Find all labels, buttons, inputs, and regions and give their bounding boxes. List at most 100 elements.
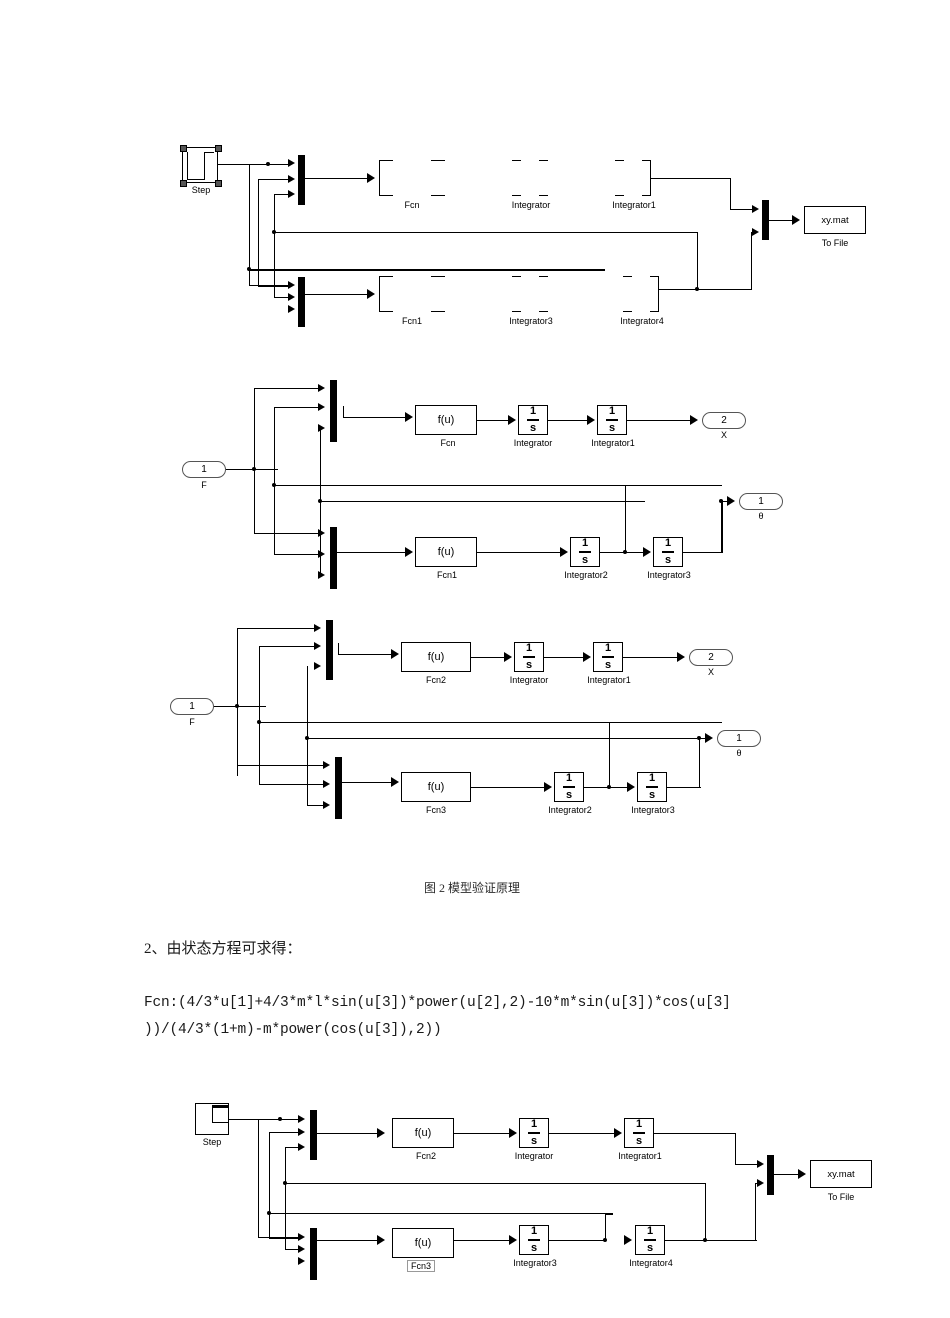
int3-in-arrow-3 <box>627 782 635 792</box>
to-file-block-4[interactable]: xy.mat <box>810 1160 872 1188</box>
wire-int3-up-2 <box>721 500 723 552</box>
integrator3-2-den: s <box>664 553 672 566</box>
mux-top-2[interactable] <box>330 380 337 442</box>
fraction-bar-icon <box>602 656 614 658</box>
output-port-theta-2[interactable]: 1 <box>739 493 783 510</box>
integrator4-block-4[interactable]: 1 s <box>635 1225 665 1255</box>
wire-f-down-b-3 <box>237 765 325 766</box>
fcn3-in-arrow-3 <box>391 777 399 787</box>
mux-2-bottom[interactable] <box>298 277 305 327</box>
to-file-block-4-value: xy.mat <box>827 1168 855 1180</box>
input-port-f-2[interactable]: 1 <box>182 461 226 478</box>
integrator1-block-4[interactable]: 1 s <box>624 1118 654 1148</box>
mux-1-top[interactable] <box>298 155 305 205</box>
wire-f-out-3 <box>214 706 266 707</box>
wire-mux-b-in3-3 <box>307 805 325 806</box>
fcn3-block-3-expr: f(u) <box>427 781 445 793</box>
mux-t-in1-arrow-4 <box>298 1115 305 1123</box>
step-block-4[interactable] <box>195 1103 229 1135</box>
selection-handle-tl[interactable] <box>180 145 187 152</box>
to-file-block-1[interactable]: xy.mat <box>804 206 866 234</box>
wire-mux1-in3-v <box>274 194 275 298</box>
selection-handle-br[interactable] <box>215 180 222 187</box>
wire-mux-t-in2-v-3 <box>259 646 260 722</box>
wire-f-down-2 <box>254 469 255 534</box>
wire-muxb-out-4 <box>317 1240 380 1241</box>
int-in-arrow-2 <box>508 415 516 425</box>
fcn1-block-1[interactable] <box>379 276 445 313</box>
integrator3-block-2[interactable]: 1 s <box>653 537 683 567</box>
integrator3-2-num: 1 <box>664 537 672 550</box>
fcn-block-2-label: Fcn <box>440 438 456 448</box>
mux-bottom-3[interactable] <box>335 757 342 819</box>
fcn-block-1[interactable] <box>379 160 445 197</box>
integrator2-block-3-label: Integrator2 <box>548 805 592 815</box>
integrator-block-1[interactable] <box>512 160 548 197</box>
integrator3-block-4[interactable]: 1 s <box>519 1225 549 1255</box>
output-port-x-2[interactable]: 2 <box>702 412 746 429</box>
integrator3-block-3[interactable]: 1 s <box>637 772 667 802</box>
fcn2-block-3[interactable]: f(u) <box>401 642 471 672</box>
wire-int4-up-4 <box>755 1183 756 1240</box>
wire-mux3-out <box>769 220 795 221</box>
wire-muxr-out-4 <box>774 1174 801 1175</box>
input-port-f-3[interactable]: 1 <box>170 698 214 715</box>
mux-top-3[interactable] <box>326 620 333 680</box>
fcn-block-2-expr: f(u) <box>437 414 455 426</box>
wire-feedback-1-v <box>697 232 698 289</box>
integrator1-block-2[interactable]: 1 s <box>597 405 627 435</box>
integrator3-block-3-expr: 1 s <box>646 773 658 801</box>
integrator-block-4[interactable]: 1 s <box>519 1118 549 1148</box>
integrator3-block-3-label: Integrator3 <box>631 805 675 815</box>
fcn3-block-3-label: Fcn3 <box>425 805 446 815</box>
wire-int-int1-4 <box>549 1133 617 1134</box>
junction-step-4 <box>278 1117 282 1121</box>
junction-int3-out-4 <box>603 1238 607 1242</box>
fcn3-block-4[interactable]: f(u) <box>392 1228 454 1258</box>
wire-mux-t-in2-v-2 <box>274 407 275 485</box>
mux-bottom-2[interactable] <box>330 527 337 589</box>
wire-step-out-4 <box>229 1119 301 1120</box>
fcn-block-2[interactable]: f(u) <box>415 405 477 435</box>
integrator-block-1-label: Integrator <box>511 200 551 210</box>
mux-right-4[interactable] <box>767 1155 774 1195</box>
fcn3-block-4-label[interactable]: Fcn3 <box>407 1260 436 1272</box>
wire-f-up-top-3 <box>237 628 316 629</box>
integrator1-block-3-expr: 1 s <box>602 643 614 671</box>
integrator2-3-num: 1 <box>565 772 573 785</box>
integrator2-block-3[interactable]: 1 s <box>554 772 584 802</box>
selection-handle-tr[interactable] <box>215 145 222 152</box>
output-port-x-3[interactable]: 2 <box>689 649 733 666</box>
fcn3-block-3[interactable]: f(u) <box>401 772 471 802</box>
selection-handle-bl[interactable] <box>180 180 187 187</box>
int-in-arrow-4 <box>509 1128 517 1138</box>
mux-top-4[interactable] <box>310 1110 317 1160</box>
wire-mux-t-in2-4 <box>269 1132 300 1133</box>
integrator3-block-1[interactable] <box>512 276 548 313</box>
integrator-block-3[interactable]: 1 s <box>514 642 544 672</box>
int3-in-arrow-4 <box>509 1235 517 1245</box>
integrator-block-2[interactable]: 1 s <box>518 405 548 435</box>
integrator1-block-3[interactable]: 1 s <box>593 642 623 672</box>
wire-int1-out <box>651 178 731 179</box>
output-port-theta-3[interactable]: 1 <box>717 730 761 747</box>
step-block-1[interactable] <box>182 147 218 183</box>
wire-muxt-out-3 <box>338 654 394 655</box>
wire-fcn3-int2-3 <box>471 787 547 788</box>
mux-3-tofile[interactable] <box>762 200 769 240</box>
fraction-bar-icon <box>644 1239 656 1241</box>
integrator2-3-den: s <box>565 788 573 801</box>
integrator1-block-4-label: Integrator1 <box>618 1151 662 1161</box>
wire-step-out <box>218 164 288 165</box>
fcn2-block-4-label: Fcn2 <box>415 1151 436 1161</box>
fcn-in-arrow <box>367 173 375 183</box>
fcn1-block-2[interactable]: f(u) <box>415 537 477 567</box>
integrator2-block-2[interactable]: 1 s <box>570 537 600 567</box>
integrator4-block-1[interactable] <box>623 276 660 313</box>
mux-bottom-4[interactable] <box>310 1228 317 1280</box>
fcn1-in-arrow <box>367 289 375 299</box>
integrator3-block-4-expr: 1 s <box>528 1226 540 1254</box>
fcn2-block-4[interactable]: f(u) <box>392 1118 454 1148</box>
wire-mux-b-in2-2 <box>274 554 320 555</box>
integrator1-block-1[interactable] <box>615 160 652 197</box>
